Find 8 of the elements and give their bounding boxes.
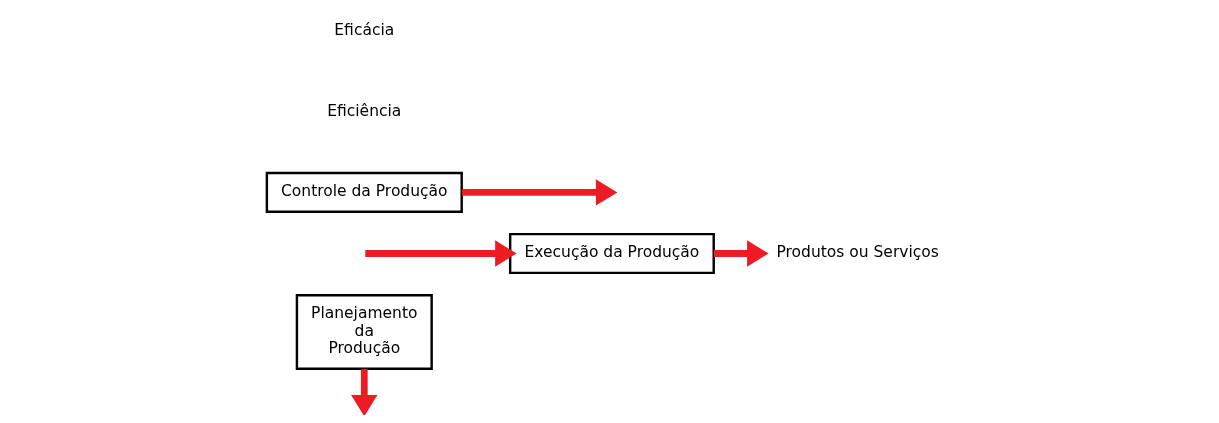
node-box: Execução da Produção — [508, 232, 715, 275]
label: Eficiência — [326, 101, 401, 120]
node-text: Produtos ou Serviços — [775, 243, 939, 262]
label: Eficácia — [333, 21, 394, 40]
node-box: Planejamento da Produção — [295, 293, 433, 371]
arrow — [461, 179, 617, 206]
node-box: Controle da Produção — [265, 171, 463, 213]
arrow — [364, 240, 517, 267]
